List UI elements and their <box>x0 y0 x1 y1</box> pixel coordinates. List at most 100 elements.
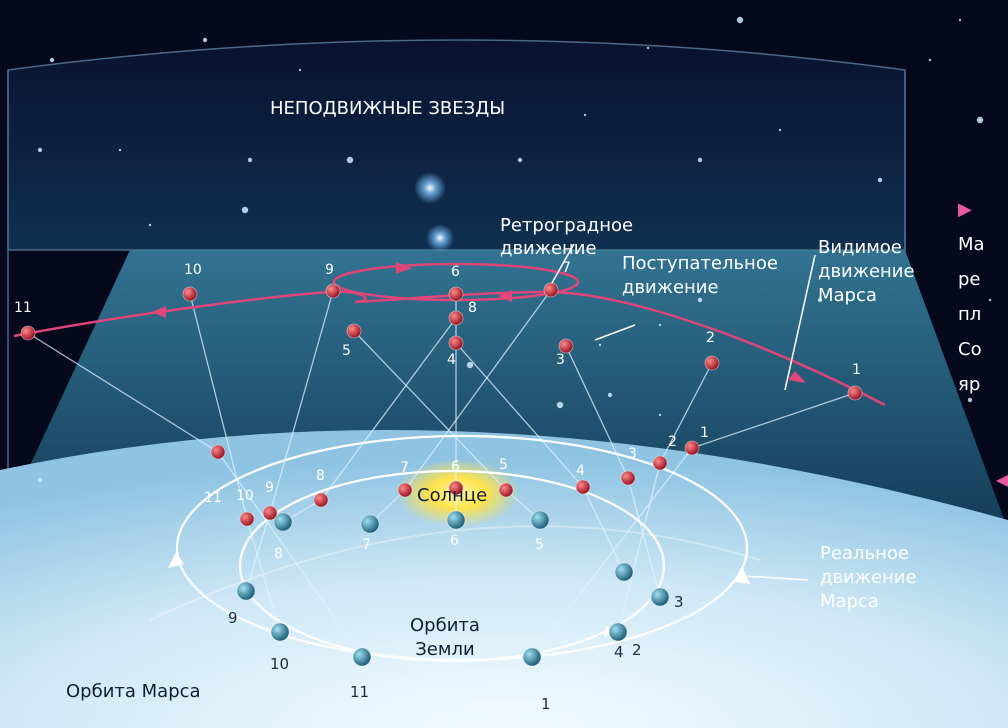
earth-position-number: 11 <box>350 683 370 701</box>
prograde-label-line1: Поступательное <box>622 253 778 274</box>
star <box>778 128 782 132</box>
star <box>697 157 703 163</box>
real-line3: Марса <box>820 591 879 612</box>
mars-position-number: 4 <box>576 463 585 479</box>
retrograde-label: Ретроградное движение <box>500 214 633 260</box>
caption-line: яр <box>958 374 981 395</box>
sky-mars-dot <box>704 355 720 371</box>
caption-line: Со <box>958 339 982 360</box>
star <box>988 298 992 302</box>
star <box>202 37 208 43</box>
sky-mars-dot <box>448 286 464 302</box>
mars-position-number: 11 <box>204 490 222 506</box>
star <box>598 343 602 347</box>
loop-arrow-top <box>396 262 412 274</box>
mars-orbit-dot <box>210 444 226 460</box>
star <box>148 223 152 227</box>
bright-star <box>426 224 454 252</box>
star <box>466 361 474 369</box>
apparent-line1: Видимое <box>818 237 902 258</box>
star <box>658 413 662 417</box>
earth-dot <box>270 622 290 642</box>
star <box>556 401 564 409</box>
earth-position-number: 10 <box>270 655 290 673</box>
earth-orbit-line1: Орбита <box>410 615 480 636</box>
mars-position-number: 5 <box>499 457 508 473</box>
mars-orbit-positions <box>210 440 700 527</box>
side-arrow-icon: ◀ <box>996 470 1008 489</box>
sky-position-number: 7 <box>562 260 571 276</box>
mars-orbit-dot <box>239 511 255 527</box>
earth-position-number: 3 <box>674 593 684 611</box>
star <box>37 147 43 153</box>
sky-position-number: 11 <box>14 300 32 316</box>
earth-position-number: 6 <box>450 533 459 549</box>
sky-mars-dot <box>20 325 36 341</box>
fixed-stars-label: НЕПОДВИЖНЫЕ ЗВЕЗДЫ <box>270 98 506 119</box>
sky-position-number: 5 <box>342 343 351 359</box>
star <box>817 297 823 303</box>
earth-dot <box>608 622 628 642</box>
mars-position-number: 7 <box>400 460 409 476</box>
star <box>298 68 302 72</box>
earth-dot <box>352 647 372 667</box>
retrograde-label-line2: движение <box>500 238 597 259</box>
sky-position-number: 6 <box>451 264 460 280</box>
prograde-label-line2: движение <box>622 277 719 298</box>
star <box>118 148 122 152</box>
globe-horizon <box>149 525 761 621</box>
earth-dot <box>650 587 670 607</box>
earth-dot <box>236 581 256 601</box>
prograde-label: Поступательное движение <box>622 252 778 300</box>
earth-dot <box>446 510 466 530</box>
apparent-arrow-right <box>788 371 806 383</box>
star <box>49 57 55 63</box>
sky-position-number: 10 <box>184 262 202 278</box>
sky-position-number: 1 <box>852 362 861 378</box>
mars-orbit-dot <box>313 492 329 508</box>
earth-orbit-positions <box>236 510 670 667</box>
earth-dot <box>360 514 380 534</box>
sky-mars-dot <box>558 338 574 354</box>
mars-orbit-dot <box>397 482 413 498</box>
real-motion-label: Реальное движение Марса <box>820 542 917 614</box>
earth-orbit-path <box>238 469 666 663</box>
mars-position-number: 9 <box>265 480 274 496</box>
apparent-line3: Марса <box>818 285 877 306</box>
star <box>736 16 744 24</box>
bright-star <box>414 172 446 204</box>
mars-position-number: 3 <box>628 446 637 462</box>
star <box>958 18 962 22</box>
star <box>877 177 883 183</box>
sky-mars-dot <box>346 323 362 339</box>
sky-mars-dot <box>448 310 464 326</box>
sky-mars-dot <box>325 283 341 299</box>
mars-orbit-dot <box>620 470 636 486</box>
mars-position-number: 8 <box>316 468 325 484</box>
earth-position-number: 2 <box>632 641 642 659</box>
sky-mars-dot <box>182 286 198 302</box>
earth-orbit-line2: Земли <box>415 639 475 660</box>
star <box>607 392 613 398</box>
mars-orbit-arrow-left <box>168 552 184 568</box>
earth-position-number: 9 <box>228 609 238 627</box>
apparent-motion-label: Видимое движение Марса <box>818 236 915 308</box>
sky-mars-dot <box>847 385 863 401</box>
earth-position-number: 8 <box>274 546 283 562</box>
sky-position-number: 9 <box>325 262 334 278</box>
star <box>976 116 984 124</box>
earth-dot <box>614 562 634 582</box>
star <box>583 113 587 117</box>
mars-orbit-dot <box>652 455 668 471</box>
star <box>646 46 650 50</box>
star <box>967 397 973 403</box>
earth-orbit-label: Орбита Земли <box>410 614 480 662</box>
globe <box>0 430 1008 728</box>
mars-position-number: 2 <box>668 434 677 450</box>
mars-orbit-dot <box>575 479 591 495</box>
loop-arrow-bottom <box>498 290 512 302</box>
earth-dot <box>522 647 542 667</box>
earth-position-number: 7 <box>362 537 371 553</box>
